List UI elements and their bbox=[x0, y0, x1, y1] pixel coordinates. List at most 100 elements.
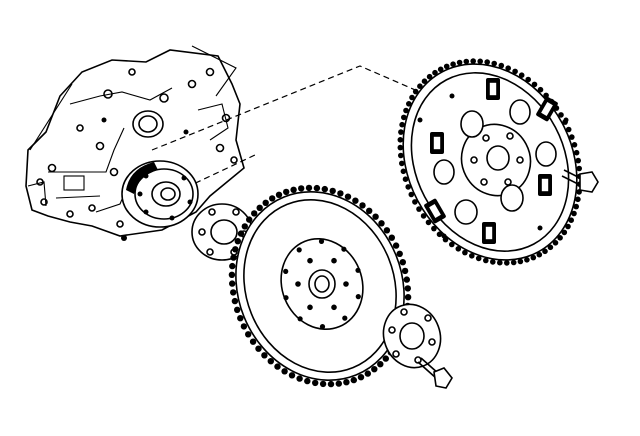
manual-flywheel bbox=[228, 184, 412, 388]
bolt-hole bbox=[295, 281, 301, 287]
gear-tooth bbox=[398, 129, 404, 135]
flywheel-bolt-holes bbox=[283, 238, 361, 330]
gear-tooth bbox=[364, 370, 371, 377]
gear-tooth bbox=[372, 213, 379, 220]
gear-tooth bbox=[404, 285, 411, 292]
gear-tooth bbox=[403, 276, 410, 283]
gear-tooth bbox=[409, 94, 415, 101]
gear-tooth bbox=[377, 361, 384, 368]
gear-tooth bbox=[401, 267, 409, 275]
gear-tooth bbox=[288, 372, 296, 379]
gear-tooth bbox=[405, 184, 412, 190]
gear-tooth bbox=[290, 186, 297, 193]
gear-tooth bbox=[234, 306, 241, 313]
gear-tooth bbox=[357, 374, 365, 381]
gear-tooth bbox=[274, 363, 281, 370]
bolt-hole bbox=[283, 295, 289, 301]
gear-tooth bbox=[412, 199, 418, 205]
engine-rear-block bbox=[25, 45, 245, 241]
gear-tooth bbox=[399, 160, 405, 167]
gear-tooth bbox=[313, 184, 321, 192]
gear-tooth bbox=[558, 112, 564, 118]
gear-tooth bbox=[565, 223, 571, 230]
gear-tooth bbox=[525, 76, 531, 83]
crankshaft-flange bbox=[121, 160, 199, 228]
gear-tooth bbox=[420, 213, 427, 219]
gear-tooth bbox=[436, 231, 443, 238]
gear-tooth bbox=[234, 238, 241, 245]
gear-tooth bbox=[262, 199, 269, 206]
gear-tooth bbox=[561, 229, 568, 236]
gear-tooth bbox=[230, 289, 237, 296]
gear-tooth bbox=[530, 254, 537, 261]
gear-tooth bbox=[475, 255, 482, 262]
gear-tooth bbox=[505, 65, 512, 71]
gear-tooth bbox=[269, 195, 276, 202]
gear-tooth bbox=[497, 259, 503, 266]
gear-tooth bbox=[255, 345, 262, 352]
gear-tooth bbox=[352, 197, 359, 204]
gear-tooth bbox=[490, 259, 496, 265]
gear-tooth bbox=[392, 242, 400, 249]
gear-tooth bbox=[469, 253, 475, 259]
gear-tooth bbox=[406, 101, 412, 107]
gear-tooth bbox=[398, 152, 404, 159]
gear-tooth bbox=[366, 207, 373, 214]
gear-tooth bbox=[261, 352, 268, 359]
gear-tooth bbox=[524, 257, 530, 263]
gear-tooth bbox=[319, 380, 327, 388]
gear-tooth bbox=[568, 217, 574, 223]
gear-tooth bbox=[267, 358, 274, 365]
bolt-hole bbox=[296, 247, 302, 253]
bolt-hole bbox=[342, 315, 348, 321]
gear-tooth bbox=[359, 202, 366, 209]
bolt-hole bbox=[331, 257, 337, 264]
gear-tooth bbox=[397, 137, 404, 143]
gear-tooth bbox=[531, 81, 538, 88]
gear-tooth bbox=[232, 246, 239, 253]
gear-tooth bbox=[408, 191, 415, 198]
gear-tooth bbox=[412, 88, 419, 95]
bolt-hole bbox=[318, 238, 325, 244]
gear-tooth bbox=[512, 68, 518, 75]
bolt-hole bbox=[319, 324, 326, 330]
gear-tooth bbox=[251, 210, 258, 217]
gear-tooth bbox=[517, 258, 524, 265]
gear-tooth bbox=[575, 157, 581, 164]
flexplate-bolt bbox=[561, 169, 599, 193]
gear-tooth bbox=[231, 297, 239, 305]
gear-tooth bbox=[404, 294, 412, 301]
gear-tooth bbox=[327, 380, 335, 388]
gear-tooth bbox=[417, 83, 423, 89]
gear-tooth bbox=[304, 377, 311, 385]
gear-tooth bbox=[378, 220, 385, 227]
gear-tooth bbox=[573, 149, 580, 156]
gear-tooth bbox=[498, 62, 505, 69]
gear-tooth bbox=[388, 234, 395, 241]
automatic-flexplate bbox=[397, 58, 583, 266]
bolt-hole bbox=[307, 304, 313, 311]
gear-tooth bbox=[573, 203, 579, 210]
gear-tooth bbox=[337, 190, 344, 197]
gear-tooth bbox=[281, 368, 288, 375]
gear-tooth bbox=[455, 246, 462, 252]
gear-tooth bbox=[246, 216, 253, 223]
gear-tooth bbox=[443, 63, 450, 70]
bolt-hole bbox=[331, 304, 337, 311]
gear-tooth bbox=[396, 250, 403, 257]
gear-tooth bbox=[296, 375, 303, 382]
gear-tooth bbox=[421, 78, 428, 84]
gear-tooth bbox=[329, 187, 336, 195]
gear-tooth bbox=[510, 259, 517, 266]
gear-tooth bbox=[536, 251, 543, 258]
gear-tooth bbox=[399, 259, 406, 266]
gear-tooth bbox=[256, 204, 263, 211]
gear-tooth bbox=[399, 121, 405, 128]
gear-tooth bbox=[450, 61, 456, 67]
bolt-hole bbox=[297, 316, 303, 322]
gear-tooth bbox=[403, 107, 409, 114]
gear-tooth bbox=[565, 126, 572, 133]
gear-tooth bbox=[402, 176, 409, 182]
gear-tooth bbox=[240, 323, 248, 330]
